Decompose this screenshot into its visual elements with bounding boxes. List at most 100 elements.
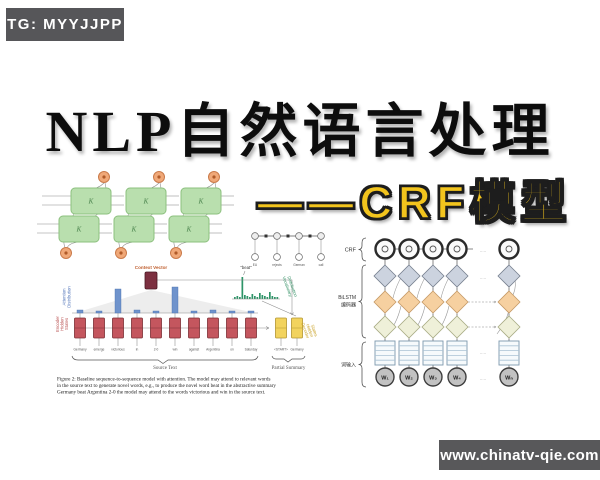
- hidden-state-node: [445, 315, 469, 339]
- attention-bar: [190, 310, 198, 314]
- hidden-state-node: [421, 264, 445, 288]
- word-node: [499, 367, 519, 387]
- observation-node: [295, 253, 303, 261]
- lstm-cell: [113, 215, 155, 243]
- attention-bar: [171, 286, 179, 314]
- vocab-bar: [271, 296, 274, 299]
- crf-node-inner: [505, 245, 513, 253]
- ellipsis-dots: .....: [480, 376, 486, 381]
- observation-node: [251, 253, 259, 261]
- crf-node: [398, 238, 420, 260]
- vocab-bar: [256, 297, 259, 299]
- vocab-bar: [259, 293, 261, 299]
- attention-bar: [133, 309, 141, 314]
- attention-bar: [95, 310, 103, 314]
- attention-bar: [228, 310, 236, 314]
- observation-node: [273, 253, 281, 261]
- vocab-bar: [239, 297, 241, 299]
- crf-node-inner: [429, 245, 437, 253]
- lstm-cell: [58, 215, 100, 243]
- lstm-cell-label: K: [198, 198, 204, 206]
- lstm-cell-node: [373, 290, 397, 314]
- word-node-label: W₄: [453, 376, 461, 382]
- crf-node-inner: [405, 245, 413, 253]
- telegram-badge: TG: MYYJJPP: [6, 8, 124, 41]
- ellipsis-dots: .....: [480, 275, 486, 280]
- vocab-bar: [274, 297, 276, 299]
- word-node: [399, 367, 419, 387]
- lstm-cell: [168, 215, 210, 243]
- lstm-cell: [70, 187, 112, 215]
- dashed-arrow: [468, 325, 497, 329]
- word-node: [375, 367, 395, 387]
- hidden-state-node: [397, 315, 421, 339]
- hidden-state-node: [445, 264, 469, 288]
- hidden-state-node: [373, 264, 397, 288]
- attention-distribution-label: Attention: [62, 288, 67, 306]
- source-text-brace: [71, 355, 259, 364]
- decoder-hidden-states-label: Decoder: [300, 322, 310, 340]
- seq2seq-dynamic: Germany emerge victorious in 2-0 win against Ar…: [72, 277, 304, 352]
- vocab-bar: [254, 296, 256, 299]
- beat-callout: "beat": [240, 265, 252, 270]
- source-word: win: [173, 348, 178, 352]
- partial-summary-brace: [271, 355, 306, 363]
- decoder-hidden-states-label: Hidden: [305, 323, 315, 338]
- vocab-bar: [251, 294, 254, 299]
- decoder-hidden-states-label: States: [310, 324, 319, 337]
- source-word: on: [230, 348, 234, 352]
- page-subtitle: ——CRF模型: [257, 176, 572, 229]
- source-word: Germany: [73, 348, 87, 352]
- lstm-cell-node: [497, 290, 521, 314]
- lstm-cell-label: K: [131, 226, 137, 234]
- lstm-wire: [121, 241, 135, 249]
- source-word: Argentina: [206, 348, 220, 352]
- factor-node: [308, 234, 312, 238]
- lstm-cell-label: K: [76, 226, 82, 234]
- partial-summary-label: Partial Summary: [272, 366, 306, 371]
- lstm-cell-node: [397, 290, 421, 314]
- vocab-bar: [261, 295, 264, 299]
- lstm-cell-label: K: [88, 198, 94, 206]
- attention-bar: [209, 309, 217, 314]
- seq2seq-attention-diagram: Germany emerge victorious in 2-0 win against Ar…: [55, 265, 319, 396]
- lstm-wire: [66, 241, 80, 249]
- hidden-state-node: [497, 315, 521, 339]
- source-word: in: [136, 348, 139, 352]
- attention-distribution-label: Distribution: [67, 286, 72, 308]
- hidden-state-node: [497, 264, 521, 288]
- source-word: 2-0: [154, 348, 159, 352]
- source-word: victorious: [111, 348, 125, 352]
- input-brace: [358, 341, 367, 388]
- source-word: Saturday: [245, 348, 258, 352]
- summary-word: Germany: [290, 348, 304, 352]
- source-word: emerge: [94, 348, 105, 352]
- crf-node-inner: [381, 245, 389, 253]
- bilstm-encoder-label: BiLSTM: [338, 295, 356, 301]
- embedding-box: [398, 340, 420, 366]
- context-vector-box: [144, 271, 158, 290]
- encoder-hidden-states-label: Hidden: [60, 317, 65, 331]
- hidden-state-node: [373, 315, 397, 339]
- crf-node: [374, 238, 396, 260]
- embedding-box: [446, 340, 468, 366]
- vocab-bar: [276, 297, 279, 299]
- vocab-bar: [244, 295, 246, 299]
- hidden-state-node: [397, 264, 421, 288]
- word-node: [447, 367, 467, 387]
- figure-caption-line: Figure 2: Baseline sequence-to-sequence …: [57, 377, 270, 383]
- website-badge: www.chinatv-qie.com: [439, 440, 600, 470]
- lstm-cell: [125, 187, 167, 215]
- crf-node: [498, 238, 520, 260]
- source-text-label: Source Text: [153, 366, 177, 371]
- vocab-bar: [266, 297, 269, 299]
- crf-node-inner: [453, 245, 461, 253]
- figure-caption-line: Germany beat Argentina 2-0 the model may…: [57, 390, 265, 396]
- label-node: [273, 232, 281, 240]
- lstm-cell: [180, 187, 222, 215]
- observation-node: [317, 253, 325, 261]
- word-node-label: W₁: [381, 376, 389, 382]
- source-word: against: [189, 348, 199, 352]
- state-node-dot: [174, 251, 178, 255]
